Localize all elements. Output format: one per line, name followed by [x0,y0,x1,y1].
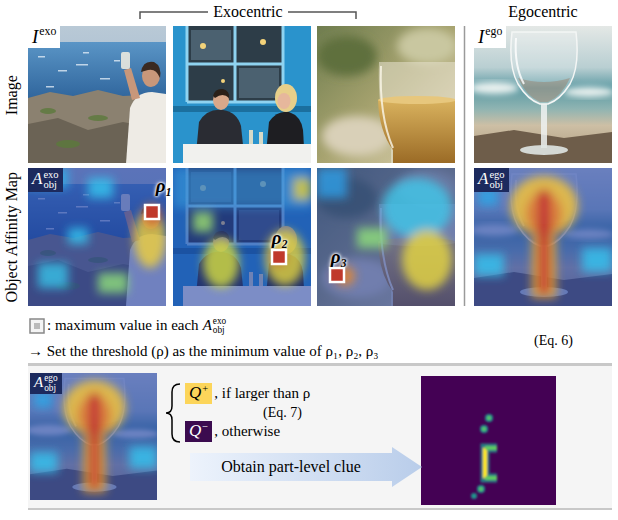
arrow-band: Obtain part-level clue [190,447,422,487]
panel-rule [28,508,612,510]
map-tag-box: Aegoobj [474,168,509,192]
affinity-map [28,168,166,306]
query-text: , if larger than ρ [214,385,310,401]
query-text: , otherwise [214,423,280,439]
affinity-map [173,168,311,306]
panel-rule [28,363,612,366]
threshold-callout-box: ρ₂ [272,227,288,249]
arrow-text: Obtain part-level clue [221,458,361,476]
image-tag-scripts: exo [39,26,56,38]
image-tag-box: Iexo [28,26,60,48]
ego-photo [469,26,614,164]
threshold-callout: ρ₂ [272,227,288,248]
column-header-box: Egocentric [508,3,577,21]
affinity-map [469,168,614,306]
equation-ref-box: (Eq. 7) [263,405,302,421]
map-tag-sup: ego [44,374,57,383]
threshold-callout: ρ₃ [331,246,347,267]
equation-ref: (Eq. 6) [534,333,573,348]
map-tag-box: Aexoobj [28,168,63,192]
row-label-box: Object Affinity Map [3,172,21,302]
query-symbol: Q [189,421,201,440]
map-tag-symbol: A [32,169,42,188]
column-header-box: Exocentric [208,3,287,21]
map-tag-scripts: exoobj [43,170,58,191]
map-tag-box: Aegoobj [30,373,62,394]
row-label: Object Affinity Map [3,172,20,302]
row-label-box: Image [3,75,21,115]
query-symbol: Q [189,383,201,402]
exo-photo [28,26,166,164]
equation-ref: (Eq. 7) [263,405,302,420]
positive-query-box: Q+ [185,383,212,404]
image-tag-symbol: I [478,26,484,47]
query-scripts: − [202,422,208,433]
query-sup: + [202,384,208,395]
threshold-callout-box: ρ₁ [156,175,172,197]
legend-marker [30,319,44,333]
legend-symbol-symbol: A [203,317,212,333]
exo-photo [173,26,311,164]
query-scripts: + [202,384,208,395]
legend-symbol-sup: exo [213,317,226,326]
note-text-box: → Set the threshold (ρ) as the minimum v… [28,343,379,360]
map-tag-sub: obj [43,180,58,191]
legend-text: : maximum value in each [47,317,199,333]
query-sup: − [202,422,208,433]
map-tag-symbol: A [34,374,43,390]
map-tag-sup: ego [489,170,504,181]
legend-row: : maximum value in eachAexoobj [47,317,226,336]
exo-photo [317,26,457,164]
column-header: Exocentric [213,3,282,20]
image-tag-sup: ego [485,26,502,38]
map-tag-scripts: egoobj [489,170,504,191]
separator-line [464,26,466,306]
column-header: Egocentric [508,3,577,20]
part-clue-map [421,376,556,505]
image-tag-symbol: I [32,26,38,47]
legend-symbol-sub: obj [213,326,226,335]
threshold-callout: ρ₁ [156,175,172,196]
affinity-map [317,168,457,306]
max-marker [272,250,286,264]
map-tag-sup: exo [43,170,58,181]
note-text: → Set the threshold (ρ) as the minimum v… [28,343,379,359]
image-tag-sup: exo [39,26,56,38]
map-tag-symbol: A [478,169,488,188]
map-tag-sub: obj [489,180,504,191]
arrow-body [190,447,422,487]
threshold-callout-box: ρ₃ [331,246,347,268]
map-tag-sub: obj [44,384,57,393]
affinity-map [25,373,158,500]
legend-symbol-scripts: exoobj [213,317,226,336]
equation-ref-box: (Eq. 6) [534,333,573,349]
query-text-box: , if larger than ρ [214,385,310,402]
query-text-box: , otherwise [214,423,280,440]
max-marker [145,205,159,219]
max-marker [330,268,344,282]
row-label: Image [3,75,20,115]
brace [166,384,180,442]
map-tag-scripts: egoobj [44,374,57,393]
image-tag-box: Iego [474,26,506,48]
image-tag-scripts: ego [485,26,502,38]
negative-query-box: Q− [185,421,212,442]
